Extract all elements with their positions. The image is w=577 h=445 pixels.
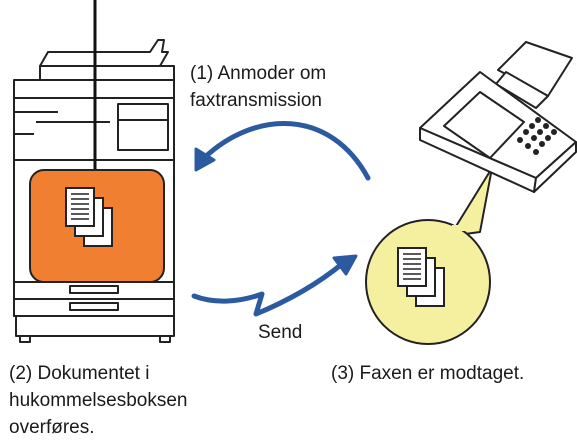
document-transfer-label: (2) Dokumentet i hukommelsesboksen overf… (9, 360, 187, 441)
fax-received-callout (365, 167, 493, 345)
document-transfer-line-1: (2) Dokumentet i (9, 363, 150, 384)
request-label: (1) Anmoder om faxtransmission (190, 60, 326, 114)
fax-machine-icon (419, 41, 577, 193)
request-label-line-2: faxtransmission (190, 90, 322, 111)
send-label: Send (258, 322, 303, 343)
document-transfer-line-2: hukommelsesboksen (9, 390, 188, 411)
request-label-line-1: (1) Anmoder om (190, 63, 327, 84)
request-arrow (201, 120, 371, 181)
send-arrowhead (332, 254, 358, 276)
send-arrow (191, 261, 345, 317)
fax-received-label: (3) Faxen er modtaget. (331, 363, 525, 384)
request-arrowhead (194, 147, 216, 172)
document-transfer-line-3: overføres. (9, 417, 95, 438)
